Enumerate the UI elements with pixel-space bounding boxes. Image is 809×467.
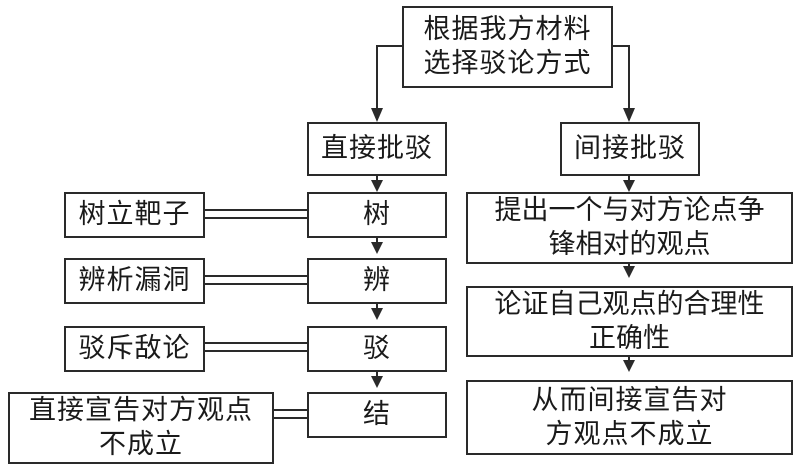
arrowhead: [371, 242, 383, 254]
direct-rebuttal-node: 直接批驳: [307, 122, 447, 176]
arrowhead: [371, 180, 383, 192]
double-line-jie: [273, 409, 308, 419]
step-key-jie: 结: [307, 392, 447, 438]
arrowhead: [371, 108, 383, 122]
double-line-bian: [203, 275, 308, 285]
step-desc-shu: 树立靶子: [64, 192, 205, 238]
root-node: 根据我方材料 选择驳论方式: [402, 6, 613, 88]
step-desc-bian: 辨析漏洞: [64, 258, 205, 304]
arrowhead: [623, 180, 635, 192]
arrowhead: [371, 376, 383, 388]
indirect-step-3: 从而间接宣告对 方观点不成立: [466, 380, 793, 455]
double-line-shu: [203, 209, 308, 219]
arrow-root-to-indirect: [612, 45, 630, 120]
arrowhead: [371, 308, 383, 320]
step-desc-jie: 直接宣告对方观点 不成立: [8, 392, 274, 464]
indirect-rebuttal-node: 间接批驳: [560, 122, 700, 176]
arrowhead: [623, 360, 635, 372]
arrow-root-to-direct: [376, 45, 402, 120]
step-key-bo: 驳: [307, 326, 447, 372]
double-line-bo: [203, 342, 308, 352]
step-desc-bo: 驳斥敌论: [64, 326, 205, 372]
step-key-shu: 树: [307, 192, 447, 238]
indirect-step-2: 论证自己观点的合理性 正确性: [466, 286, 793, 357]
indirect-step-1: 提出一个与对方论点争 锋相对的观点: [466, 192, 793, 264]
arrowhead: [623, 266, 635, 278]
step-key-bian: 辨: [307, 258, 447, 304]
arrowhead: [623, 108, 635, 122]
